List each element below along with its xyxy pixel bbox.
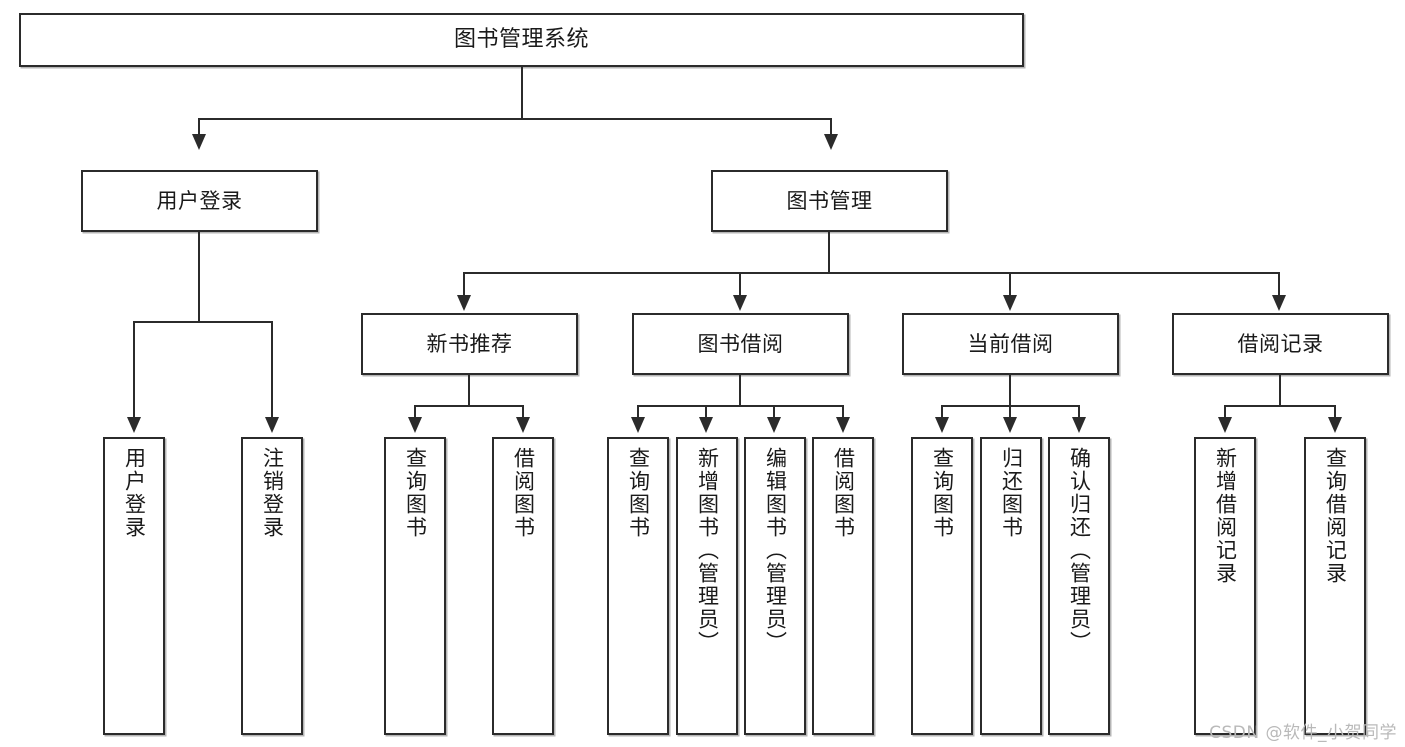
- connector-user-login-bus: [133, 321, 273, 323]
- leaf-query-book-current[interactable]: 查询图书: [911, 437, 973, 735]
- node-label: 确认归还（管理员）: [1067, 447, 1092, 654]
- leaf-borrow-book-recommend[interactable]: 借阅图书: [492, 437, 554, 735]
- leaf-borrow-book[interactable]: 借阅图书: [812, 437, 874, 735]
- node-label: 编辑图书（管理员）: [763, 447, 788, 654]
- connector-root-stem: [521, 67, 523, 119]
- node-label: 新增图书（管理员）: [695, 447, 720, 654]
- connector-bm-drop-2: [739, 272, 741, 297]
- connector-bb-bus: [637, 405, 844, 407]
- connector-br-bus: [1224, 405, 1336, 407]
- arrow-to-leaf-query-book-nbr: [408, 417, 422, 433]
- arrow-to-leaf-user-login: [127, 417, 141, 433]
- arrow-to-book-borrow: [733, 295, 747, 311]
- node-label: 借阅图书: [511, 447, 536, 539]
- arrow-to-leaf-add-book: [699, 417, 713, 433]
- connector-nbr-drop-2: [522, 405, 524, 419]
- leaf-edit-book-admin[interactable]: 编辑图书（管理员）: [744, 437, 806, 735]
- arrow-to-book-management: [824, 134, 838, 150]
- node-user-login[interactable]: 用户登录: [81, 170, 318, 232]
- connector-nbr-drop-1: [414, 405, 416, 419]
- connector-cb-stem: [1009, 375, 1011, 406]
- connector-cb-drop-1: [941, 405, 943, 419]
- node-book-management[interactable]: 图书管理: [711, 170, 948, 232]
- node-borrow-record[interactable]: 借阅记录: [1172, 313, 1389, 375]
- arrow-to-leaf-borrow-book-nbr: [516, 417, 530, 433]
- node-label: 新增借阅记录: [1213, 447, 1238, 585]
- arrow-to-leaf-edit-book: [767, 417, 781, 433]
- connector-root-drop-right: [830, 118, 832, 136]
- node-label: 图书管理系统: [453, 27, 589, 53]
- connector-br-drop-2: [1334, 405, 1336, 419]
- connector-root-drop-left: [198, 118, 200, 136]
- leaf-user-login[interactable]: 用户登录: [103, 437, 165, 735]
- node-label: 图书管理: [786, 188, 873, 213]
- arrow-to-user-login: [192, 134, 206, 150]
- node-label: 查询图书: [626, 447, 651, 539]
- arrow-to-borrow-record: [1272, 295, 1286, 311]
- connector-user-login-drop-2: [271, 321, 273, 419]
- leaf-add-borrow-record[interactable]: 新增借阅记录: [1194, 437, 1256, 735]
- connector-user-login-drop-1: [133, 321, 135, 419]
- connector-nbr-bus: [414, 405, 524, 407]
- leaf-confirm-return-admin[interactable]: 确认归还（管理员）: [1048, 437, 1110, 735]
- node-current-borrow[interactable]: 当前借阅: [902, 313, 1119, 375]
- node-label: 用户登录: [156, 188, 243, 213]
- arrow-to-leaf-add-borrow-record: [1218, 417, 1232, 433]
- arrow-to-leaf-confirm-return: [1072, 417, 1086, 433]
- node-label: 查询图书: [930, 447, 955, 539]
- arrow-to-leaf-query-book-cb: [935, 417, 949, 433]
- node-label: 借阅图书: [831, 447, 856, 539]
- leaf-add-book-admin[interactable]: 新增图书（管理员）: [676, 437, 738, 735]
- arrow-to-new-book-recommend: [457, 295, 471, 311]
- connector-br-drop-1: [1224, 405, 1226, 419]
- connector-bb-drop-4: [842, 405, 844, 419]
- arrow-to-leaf-query-book-bb: [631, 417, 645, 433]
- csdn-watermark: CSDN @软件_小贺同学: [1209, 723, 1397, 743]
- connector-bb-drop-3: [773, 405, 775, 419]
- node-new-book-recommend[interactable]: 新书推荐: [361, 313, 578, 375]
- arrow-to-leaf-borrow-book-bb: [836, 417, 850, 433]
- leaf-return-book[interactable]: 归还图书: [980, 437, 1042, 735]
- node-book-borrow[interactable]: 图书借阅: [632, 313, 849, 375]
- connector-cb-drop-2: [1009, 405, 1011, 419]
- connector-br-stem: [1279, 375, 1281, 406]
- connector-bm-drop-3: [1009, 272, 1011, 297]
- arrow-to-leaf-query-borrow-record: [1328, 417, 1342, 433]
- leaf-query-book-recommend[interactable]: 查询图书: [384, 437, 446, 735]
- connector-bb-drop-1: [637, 405, 639, 419]
- arrow-to-leaf-logout: [265, 417, 279, 433]
- connector-nbr-stem: [468, 375, 470, 406]
- leaf-query-borrow-record[interactable]: 查询借阅记录: [1304, 437, 1366, 735]
- node-label: 当前借阅: [967, 331, 1054, 356]
- connector-cb-drop-3: [1078, 405, 1080, 419]
- arrow-to-current-borrow: [1003, 295, 1017, 311]
- node-root-book-management-system[interactable]: 图书管理系统: [19, 13, 1024, 67]
- node-label: 用户登录: [122, 447, 147, 539]
- node-label: 查询图书: [403, 447, 428, 539]
- connector-bb-stem: [739, 375, 741, 406]
- connector-user-login-stem: [198, 232, 200, 322]
- connector-bm-drop-1: [463, 272, 465, 297]
- node-label: 图书借阅: [697, 331, 784, 356]
- node-label: 借阅记录: [1237, 331, 1324, 356]
- node-label: 归还图书: [999, 447, 1024, 539]
- node-label: 新书推荐: [426, 331, 513, 356]
- node-label: 注销登录: [260, 447, 285, 539]
- leaf-query-book-borrow[interactable]: 查询图书: [607, 437, 669, 735]
- connector-book-management-bus: [463, 272, 1280, 274]
- leaf-logout[interactable]: 注销登录: [241, 437, 303, 735]
- node-label: 查询借阅记录: [1323, 447, 1348, 585]
- connector-bb-drop-2: [705, 405, 707, 419]
- connector-root-bus: [198, 118, 832, 120]
- connector-bm-drop-4: [1278, 272, 1280, 297]
- arrow-to-leaf-return-book: [1003, 417, 1017, 433]
- connector-book-management-stem: [828, 232, 830, 274]
